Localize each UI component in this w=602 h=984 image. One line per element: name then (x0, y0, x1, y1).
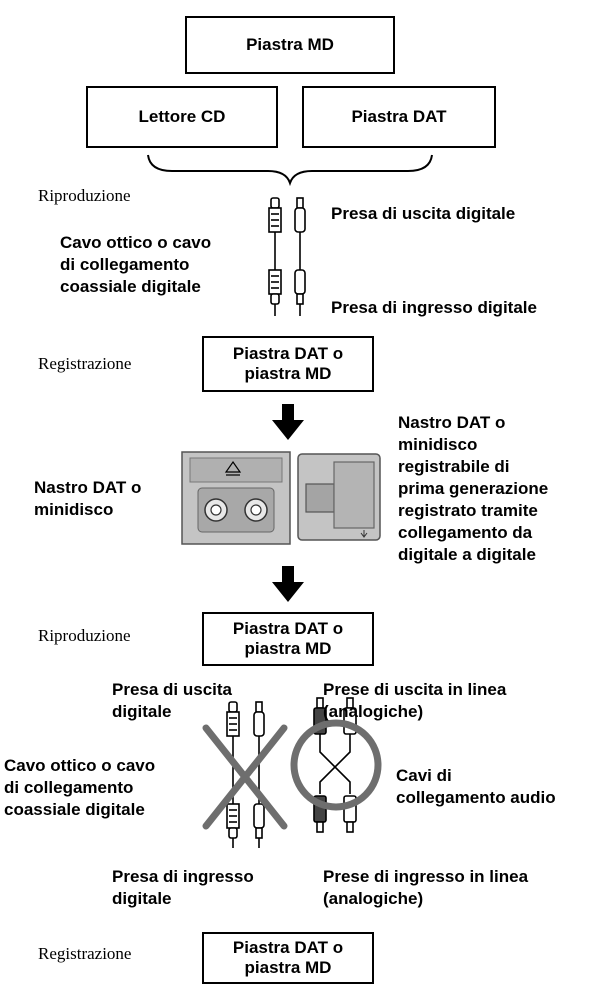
playback-label-1: Riproduzione (38, 186, 131, 205)
media-left-label: Nastro DAT o minidisco (34, 478, 142, 519)
cable-label-2: Cavo ottico o cavo di collegamento coass… (4, 756, 156, 819)
md-deck-box: Piastra MD (185, 16, 395, 74)
digital-output-label-2: Presa di uscita digitale (112, 680, 233, 721)
cd-player-box: Lettore CD (86, 86, 278, 148)
line-output-label: Prese di uscita in linea (analogiche) (323, 680, 507, 721)
dat-deck-box: Piastra DAT (302, 86, 496, 148)
digital-cable-1 (268, 197, 306, 316)
recording-label-1: Registrazione (38, 354, 132, 373)
digital-input-label-2: Presa di ingresso digitale (112, 867, 254, 908)
down-arrow-1 (272, 404, 304, 440)
playback-label-2: Riproduzione (38, 626, 131, 645)
player-box-2: Piastra DAT o piastra MD (202, 612, 374, 666)
prohibited-cross (202, 724, 288, 830)
minidisc-image (297, 453, 381, 541)
dat-tape-image (181, 451, 291, 545)
digital-output-jack-label: Presa di uscita digitale (331, 204, 516, 223)
recorder-box-1: Piastra DAT o piastra MD (202, 336, 374, 392)
audio-cables-label: Cavi di collegamento audio (396, 766, 556, 807)
digital-input-jack-label: Presa di ingresso digitale (331, 298, 537, 317)
cable-label-1: Cavo ottico o cavo di collegamento coass… (60, 233, 212, 296)
media-right-label: Nastro DAT o minidisco registrabile di p… (398, 413, 549, 564)
digital-cable-2 (226, 701, 265, 848)
recording-label-2: Registrazione (38, 944, 132, 963)
line-input-label: Prese di ingresso in linea (analogiche) (323, 867, 529, 908)
grouping-brace (147, 154, 433, 187)
down-arrow-2 (272, 566, 304, 602)
allowed-circle (290, 719, 382, 811)
